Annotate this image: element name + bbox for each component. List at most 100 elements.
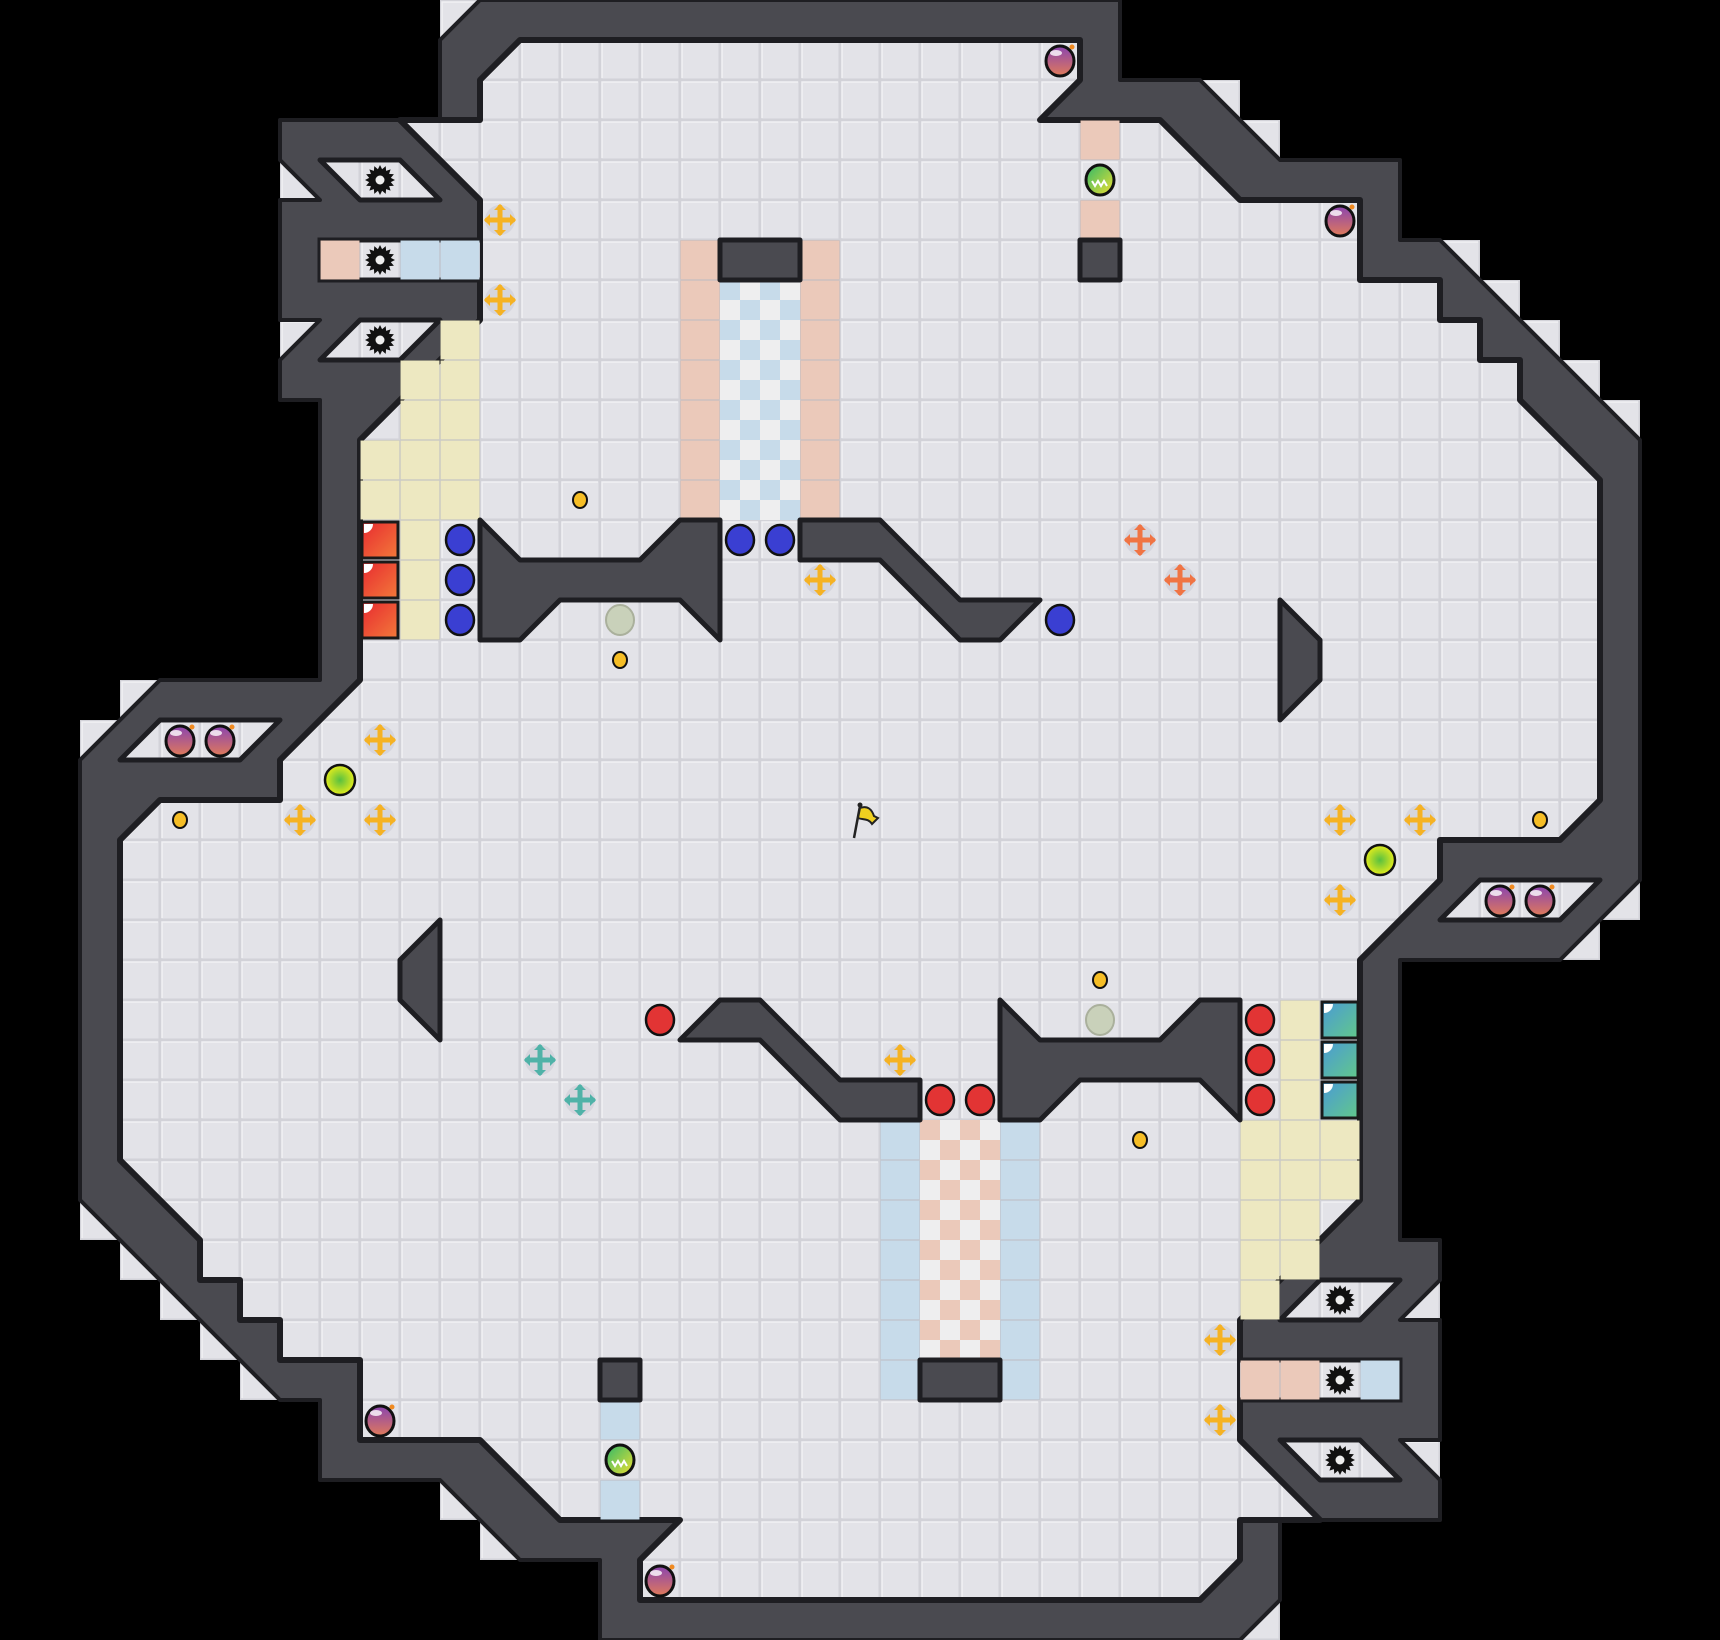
checker-square: [960, 1280, 980, 1300]
pale-ball-icon[interactable]: [605, 604, 635, 636]
blue-tile: [1000, 1280, 1040, 1320]
red-block-icon[interactable]: [360, 520, 400, 560]
checker-square: [940, 1140, 960, 1160]
wall-obstacle: [477, 517, 723, 643]
checker-square: [780, 500, 800, 520]
teal-block-icon[interactable]: [1320, 1040, 1360, 1080]
bomb-shine: [1050, 50, 1062, 56]
yellow-move-cross-icon[interactable]: [1404, 804, 1436, 836]
pale-ball-icon[interactable]: [1085, 1004, 1115, 1036]
teal-move-cross-icon[interactable]: [524, 1044, 556, 1076]
yellow-move-cross-icon[interactable]: [364, 804, 396, 836]
orange-move-cross-icon[interactable]: [1164, 564, 1196, 596]
coin-icon: [1532, 811, 1548, 829]
red-circle-icon[interactable]: [924, 1083, 956, 1117]
entities-layer: [164, 44, 1556, 1598]
blue-circle-icon[interactable]: [764, 523, 796, 557]
checker-square: [720, 320, 740, 340]
blue-tile: [400, 240, 440, 280]
red-circle-icon[interactable]: [964, 1083, 996, 1117]
yellow-move-cross-icon[interactable]: [1204, 1404, 1236, 1436]
teal-block-icon[interactable]: [1320, 1080, 1360, 1120]
peach-tile: [800, 320, 840, 360]
bomb-body: [1044, 44, 1076, 78]
circle-body: [444, 603, 476, 637]
checker-square: [760, 400, 780, 420]
gear-icon: [1325, 1365, 1355, 1395]
bomb-icon[interactable]: [1324, 204, 1356, 238]
blue-circle-icon[interactable]: [444, 563, 476, 597]
bomb-icon[interactable]: [204, 724, 236, 758]
bomb-fuse: [229, 724, 235, 730]
beige-tile: [1280, 1000, 1320, 1040]
yellow-move-cross-icon[interactable]: [1324, 884, 1356, 916]
yellow-move-cross-icon[interactable]: [1324, 804, 1356, 836]
gear-icon: [1325, 1445, 1355, 1475]
yellow-move-cross-icon[interactable]: [1204, 1324, 1236, 1356]
teal-block-icon[interactable]: [1320, 1000, 1360, 1040]
striped-ball-icon[interactable]: [604, 1443, 636, 1477]
bomb-icon[interactable]: [1044, 44, 1076, 78]
blue-circle-icon[interactable]: [444, 603, 476, 637]
red-circle-icon[interactable]: [1244, 1043, 1276, 1077]
bomb-fuse: [1349, 204, 1355, 210]
checker-tile: [960, 1240, 1000, 1280]
cross-arms: [804, 564, 836, 596]
wall-pocket-edge: [317, 237, 480, 283]
yellow-move-cross-icon[interactable]: [364, 724, 396, 756]
bomb-icon[interactable]: [164, 724, 196, 758]
ball-body: [1084, 163, 1116, 197]
wall-pocket: [1437, 877, 1603, 923]
checker-tile: [960, 1120, 1000, 1160]
wall-obstacle: [1077, 237, 1123, 283]
peach-tile: [680, 440, 720, 480]
lime-ball-icon[interactable]: [323, 763, 357, 797]
checker-square: [740, 340, 760, 360]
beige-tile: [1240, 1200, 1280, 1240]
yellow-move-cross-icon[interactable]: [284, 804, 316, 836]
cross-arms: [1324, 884, 1356, 916]
checker-square: [920, 1120, 940, 1140]
circle-body: [1244, 1043, 1276, 1077]
beige-tile: [1240, 1280, 1280, 1320]
yellow-move-cross-icon[interactable]: [484, 284, 516, 316]
circle-body: [1044, 603, 1076, 637]
bomb-icon[interactable]: [1524, 884, 1556, 918]
block-shine: [1324, 1004, 1333, 1013]
bomb-shine: [370, 1410, 382, 1416]
blue-tile: [1000, 1200, 1040, 1240]
red-block-icon[interactable]: [360, 600, 400, 640]
checker-square: [740, 460, 760, 480]
cross-arms: [1164, 564, 1196, 596]
red-block-icon[interactable]: [360, 560, 400, 600]
yellow-move-cross-icon[interactable]: [804, 564, 836, 596]
striped-ball-icon[interactable]: [1084, 163, 1116, 197]
bomb-icon[interactable]: [1484, 884, 1516, 918]
red-circle-icon[interactable]: [644, 1003, 676, 1037]
checker-tile: [960, 1200, 1000, 1240]
blue-circle-icon[interactable]: [444, 523, 476, 557]
checker-tile: [960, 1160, 1000, 1200]
red-circle-icon[interactable]: [1244, 1083, 1276, 1117]
lime-ball-icon[interactable]: [1363, 843, 1397, 877]
cross-arms: [364, 724, 396, 756]
checker-tile: [720, 360, 760, 400]
blue-circle-icon[interactable]: [1044, 603, 1076, 637]
flag-knob: [857, 802, 863, 808]
teal-move-cross-icon[interactable]: [564, 1084, 596, 1116]
bomb-icon[interactable]: [644, 1564, 676, 1598]
cross-arms: [524, 1044, 556, 1076]
yellow-move-cross-icon[interactable]: [484, 204, 516, 236]
orange-move-cross-icon[interactable]: [1124, 524, 1156, 556]
blue-circle-icon[interactable]: [724, 523, 756, 557]
red-circle-icon[interactable]: [1244, 1003, 1276, 1037]
peach-tile: [680, 360, 720, 400]
flag-icon[interactable]: [852, 802, 880, 839]
flag-cloth: [856, 806, 880, 826]
bomb-fuse: [1509, 884, 1515, 890]
bomb-icon[interactable]: [364, 1404, 396, 1438]
yellow-move-cross-icon[interactable]: [884, 1044, 916, 1076]
wall-obstacle: [1277, 597, 1323, 723]
checker-square: [980, 1140, 1000, 1160]
